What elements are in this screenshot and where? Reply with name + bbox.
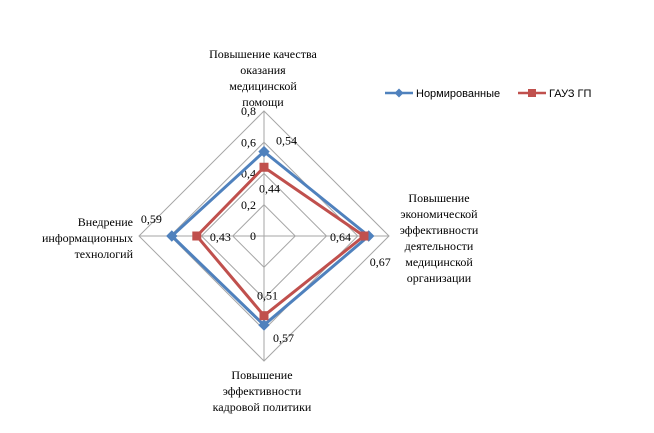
axis-tick-label: 0,6: [241, 135, 256, 149]
legend-marker-diamond-icon: [394, 88, 404, 98]
category-label-personnel: Повышение эффективности кадровой политик…: [212, 368, 312, 414]
axis-tick-labels: 00,20,40,60,8: [241, 104, 256, 243]
data-point-diamond: [166, 230, 178, 242]
data-point-diamond: [258, 319, 270, 331]
legend: Нормированные ГАУЗ ГП: [385, 88, 591, 100]
data-point-diamond: [258, 145, 270, 158]
data-label: 0,64: [330, 230, 351, 244]
category-label-it: Внедрение информационных технологий: [41, 215, 133, 261]
data-point-square: [192, 231, 202, 241]
data-label: 0,54: [276, 134, 297, 148]
data-label: 0,57: [273, 331, 294, 345]
legend-label-normirovannye: Нормированные: [416, 88, 500, 100]
data-point-square: [359, 231, 369, 241]
axis-tick-label: 0: [250, 229, 256, 243]
data-label: 0,59: [141, 212, 162, 226]
legend-item-normirovannye: Нормированные: [385, 88, 500, 100]
data-label: 0,43: [210, 230, 231, 244]
data-label: 0,51: [257, 289, 278, 303]
series-group: [166, 145, 375, 331]
data-point-square: [259, 162, 269, 172]
legend-marker-square-icon: [528, 89, 536, 97]
data-point-square: [259, 311, 269, 321]
category-label-quality: Повышение качества оказания медицинской …: [209, 47, 317, 109]
legend-label-gauz-gp: ГАУЗ ГП: [549, 88, 591, 100]
data-labels: 0,54 0,67 0,57 0,59 0,44 0,64 0,51 0,43: [141, 134, 391, 345]
axis-tick-label: 0,8: [241, 104, 256, 118]
category-label-economic: Повышение экономической эффективности де…: [399, 191, 479, 285]
legend-item-gauz-gp: ГАУЗ ГП: [518, 88, 591, 100]
data-label: 0,67: [370, 255, 391, 269]
axis-tick-label: 0,2: [241, 198, 256, 212]
data-label: 0,44: [259, 181, 280, 195]
